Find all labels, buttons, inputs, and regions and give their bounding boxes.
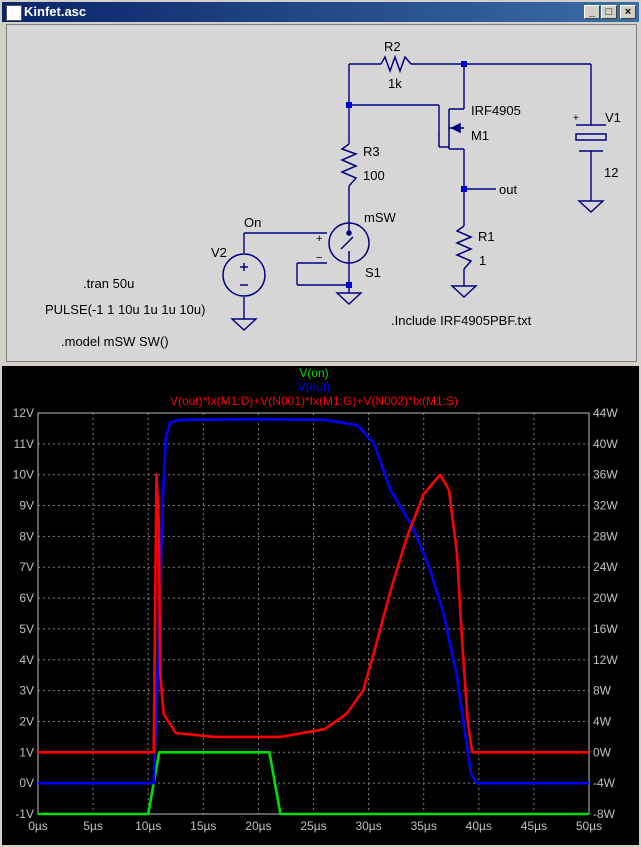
left-axis-ticks: -1V 0V 1V 2V 3V 4V 5V 6V 7V 8V 9V 10V 11V 12V: [13, 406, 34, 821]
y-right-tick-label: 24W: [593, 560, 618, 574]
include-directive[interactable]: .Include IRF4905PBF.txt: [391, 313, 532, 328]
y-right-tick-label: 8W: [593, 684, 612, 698]
window-title: Kinfet.asc: [24, 4, 87, 19]
y-left-tick-label: -1V: [15, 807, 34, 821]
x-tick-label: 20µs: [245, 819, 271, 833]
y-right-tick-label: 4W: [593, 714, 612, 728]
ground-symbols: [230, 200, 605, 331]
right-axis-ticks: -8W -4W 0W 4W 8W 12W 16W 20W 24W 28W 32W 36W 40W 44W: [593, 406, 618, 821]
r1-value: 1: [479, 253, 486, 268]
y-right-tick-label: 36W: [593, 468, 618, 482]
v1-name: V1: [605, 110, 621, 125]
x-tick-label: 15µs: [190, 819, 216, 833]
y-right-tick-label: 28W: [593, 529, 618, 543]
legend-v-on[interactable]: V(on): [299, 366, 328, 380]
y-left-tick-label: 0V: [19, 776, 34, 790]
m1-model: IRF4905: [471, 103, 521, 118]
x-tick-label: 45µs: [521, 819, 547, 833]
out-net-label: out: [499, 182, 517, 197]
r2-name: R2: [384, 39, 401, 54]
msw-label: mSW: [364, 210, 397, 225]
y-right-tick-label: 44W: [593, 406, 618, 420]
r1-resistor[interactable]: [455, 225, 473, 270]
model-directive[interactable]: .model mSW SW(): [61, 334, 169, 349]
y-right-tick-label: 20W: [593, 591, 618, 605]
switch-minus: −: [316, 252, 322, 264]
close-button[interactable]: ×: [620, 5, 636, 19]
on-net-label: On: [244, 215, 261, 230]
r3-name: R3: [363, 144, 380, 159]
wires: [243, 63, 592, 319]
v-out-trace[interactable]: [38, 417, 589, 785]
y-right-tick-label: -4W: [593, 776, 616, 790]
v1-plus: +: [573, 113, 579, 124]
power-trace[interactable]: [38, 473, 589, 754]
v1-battery[interactable]: [575, 124, 607, 152]
x-tick-label: 10µs: [135, 819, 161, 833]
title-bar[interactable]: Kinfet.asc _ □ ×: [2, 2, 639, 22]
x-tick-label: 25µs: [300, 819, 326, 833]
v2-source[interactable]: [222, 253, 266, 297]
maximize-button[interactable]: □: [601, 5, 617, 19]
r1-name: R1: [478, 229, 495, 244]
y-left-tick-label: 8V: [19, 529, 34, 543]
y-left-tick-label: 3V: [19, 684, 34, 698]
y-right-tick-label: 40W: [593, 437, 618, 451]
app-icon: [6, 5, 22, 21]
y-right-tick-label: -8W: [593, 807, 616, 821]
y-right-tick-label: 32W: [593, 499, 618, 513]
traces: [38, 417, 589, 816]
r3-value: 100: [363, 168, 385, 183]
m1-name: M1: [471, 128, 489, 143]
s1-switch[interactable]: [328, 222, 370, 264]
v1-value: 12: [604, 165, 618, 180]
x-tick-label: 40µs: [466, 819, 492, 833]
waveform-plot[interactable]: V(on) V(out) V(out)*Ix(M1:D)+V(N001)*Ix(…: [2, 366, 639, 845]
x-tick-label: 30µs: [355, 819, 381, 833]
switch-plus: +: [316, 233, 322, 245]
x-tick-label: 0µs: [28, 819, 48, 833]
y-left-tick-label: 9V: [19, 499, 34, 513]
y-right-tick-label: 12W: [593, 653, 618, 667]
y-left-tick-label: 1V: [19, 745, 34, 759]
s1-name: S1: [365, 265, 381, 280]
y-left-tick-label: 12V: [13, 406, 34, 420]
x-tick-label: 50µs: [576, 819, 602, 833]
y-left-tick-label: 4V: [19, 653, 34, 667]
plot-grid: [37, 412, 590, 815]
x-tick-label: 5µs: [83, 819, 103, 833]
junction-dots: [346, 61, 467, 288]
y-left-tick-label: 10V: [13, 468, 34, 482]
x-axis-ticks: 0µs 5µs 10µs 15µs 20µs 25µs 30µs 35µs 40µs 45µs 50…: [28, 819, 602, 833]
y-left-tick-label: 2V: [19, 714, 34, 728]
v2-name: V2: [211, 245, 227, 260]
tran-directive[interactable]: .tran 50u: [83, 276, 134, 291]
r2-resistor[interactable]: [380, 54, 412, 74]
v-on-trace[interactable]: [38, 750, 589, 816]
x-tick-label: 35µs: [411, 819, 437, 833]
legend-v-out[interactable]: V(out): [298, 380, 331, 394]
legend-power[interactable]: V(out)*Ix(M1:D)+V(N001)*Ix(M1:G)+V(N002)…: [170, 394, 458, 408]
y-left-tick-label: 11V: [14, 437, 34, 451]
minimize-button[interactable]: _: [584, 5, 600, 19]
y-left-tick-label: 6V: [19, 591, 34, 605]
schematic-canvas[interactable]: R2 1k IRF4905 M1 V1 12 + R3 100 out On m…: [6, 24, 637, 362]
m1-mosfet[interactable]: [438, 108, 464, 150]
r3-resistor[interactable]: [340, 143, 359, 187]
y-right-tick-label: 16W: [593, 622, 618, 636]
y-left-tick-label: 5V: [19, 622, 34, 636]
pulse-text[interactable]: PULSE(-1 1 10u 1u 1u 10u): [45, 302, 205, 317]
r2-value: 1k: [388, 76, 402, 91]
y-left-tick-label: 7V: [19, 560, 34, 574]
y-right-tick-label: 0W: [593, 745, 612, 759]
